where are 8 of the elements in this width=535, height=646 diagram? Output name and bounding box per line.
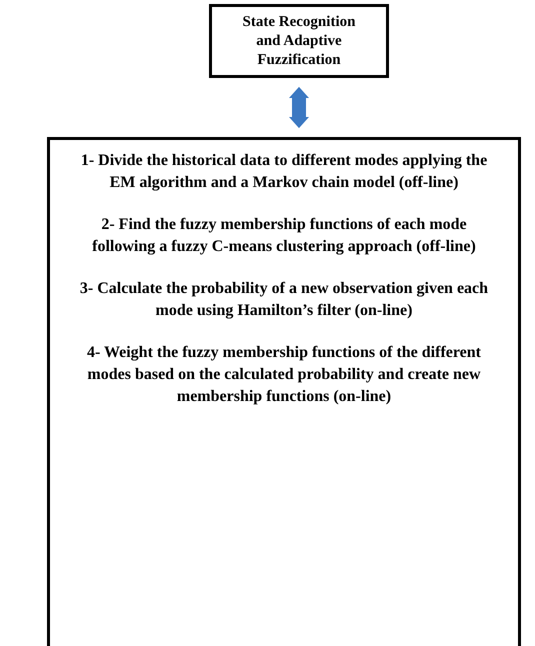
step-text: 2- Find the fuzzy membership functions of each mode following a fuzzy C-means clustering approach (off-line) — [91, 215, 477, 257]
step-text: 4- Weight the fuzzy membership functions of the different modes based on the calculated probability and create new membership functions (on-line) — [86, 343, 482, 407]
box-title: State Recognition and Adaptive Fuzzification — [242, 12, 356, 70]
process-box — [209, 4, 389, 78]
double-arrow — [289, 86, 309, 128]
process-box — [47, 137, 521, 646]
step-text: 1- Divide the historical data to different modes applying the EM algorithm and a Markov chain model (off-line) — [80, 151, 488, 193]
step-text: 3- Calculate the probability of a new observation given each mode using Hamilton’s filter (on-line) — [78, 279, 490, 321]
